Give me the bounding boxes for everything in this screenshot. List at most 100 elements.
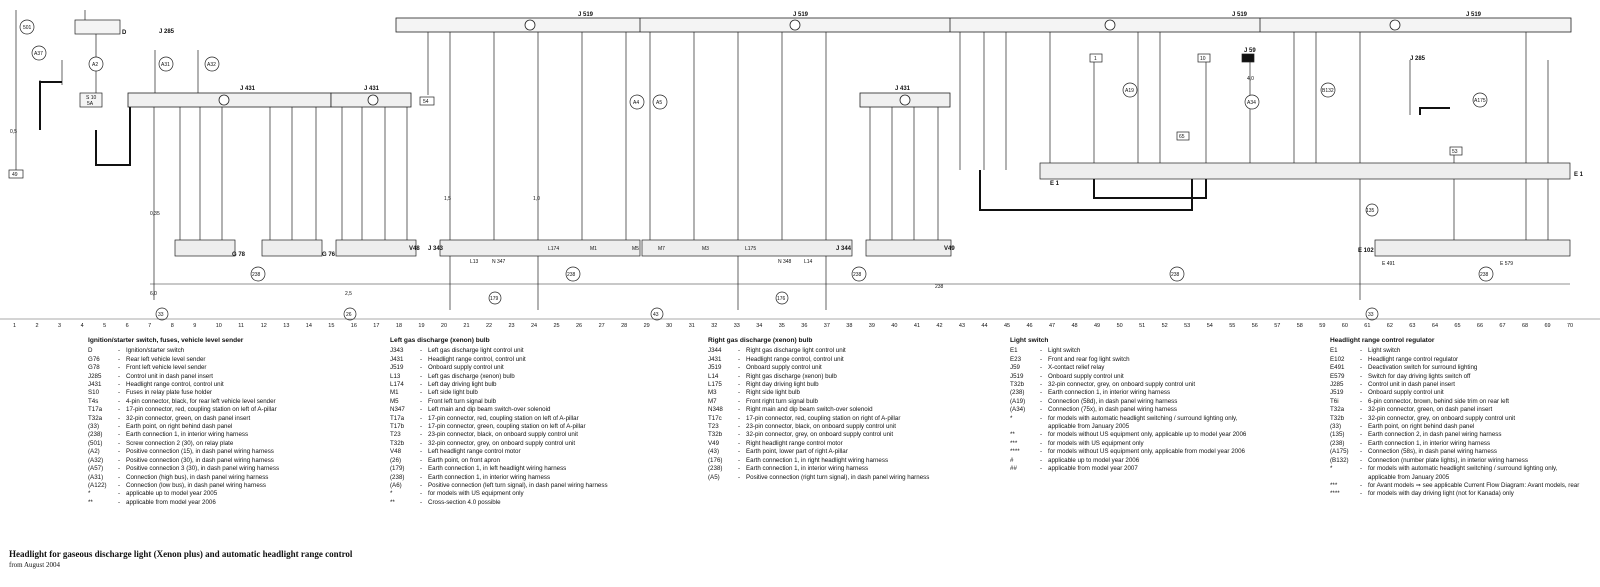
- fuse-s10-label: S 10: [86, 95, 97, 101]
- legend-dash: -: [738, 355, 741, 363]
- legend-item: T32b-32-pin connector, grey, on onboard …: [708, 431, 929, 439]
- legend-item: V48-Left headlight range control motor: [390, 448, 608, 456]
- legend-code: J431: [88, 381, 102, 389]
- track-number: 57: [1274, 323, 1280, 329]
- legend-text: 6-pin connector, brown, behind side trim…: [1368, 397, 1510, 405]
- track-number: 40: [891, 323, 897, 329]
- legend-text: Connection (number plate lights), in int…: [1368, 456, 1528, 464]
- legend-code: L175: [708, 381, 722, 389]
- legend-dash: -: [118, 465, 121, 473]
- j431-label-2: J 431: [364, 86, 380, 92]
- legend-text: 32-pin connector, grey, on onboard suppl…: [1048, 381, 1196, 389]
- m1-label: M1: [590, 246, 597, 252]
- legend-item: S10-Fuses in relay plate fuse holder: [88, 389, 279, 397]
- track-number: 20: [441, 323, 447, 329]
- wire-gauge-7: 4,0: [1247, 76, 1254, 82]
- e491-label: E 491: [1382, 261, 1395, 267]
- legend-dash: -: [118, 364, 121, 372]
- legend-dash: -: [1360, 481, 1363, 489]
- legend-text: Right gas discharge (xenon) bulb: [746, 372, 837, 380]
- legend-code: (A122): [88, 481, 107, 489]
- legend-code: (135): [1330, 431, 1345, 439]
- legend-dash: -: [420, 456, 423, 464]
- legend-code: E1: [1010, 347, 1018, 355]
- ignition-switch-label: D: [122, 30, 127, 36]
- legend-item: ***-for Avant models ⇒ see applicable Cu…: [1330, 482, 1579, 490]
- legend-text: Positive connection (right turn signal),…: [746, 473, 930, 481]
- legend-item: (501)-Screw connection 2 (30), on relay …: [88, 440, 279, 448]
- legend-code: (238): [88, 431, 103, 439]
- legend-dash: -: [1040, 397, 1043, 405]
- legend-text: Earth connection 1, in right headlight w…: [746, 456, 889, 464]
- legend-item: (26)-Earth point, on front apron: [390, 457, 608, 465]
- legend-code: T17b: [390, 423, 405, 431]
- legend-code: **: [1010, 431, 1015, 439]
- legend-item: E491-Deactivation switch for surround li…: [1330, 364, 1579, 372]
- legend-code: *: [1010, 414, 1013, 422]
- conn-a5: A5: [656, 100, 662, 106]
- legend-dash: -: [738, 448, 741, 456]
- track-number: 49: [1094, 323, 1100, 329]
- legend-code: J59: [1010, 364, 1020, 372]
- legend-dash: -: [118, 347, 121, 355]
- legend-item: *-for models with US equipment only: [390, 490, 608, 498]
- legend-text: for models with day driving light (not f…: [1368, 490, 1514, 498]
- legend-dash: -: [1360, 364, 1363, 372]
- track-number: 7: [148, 323, 151, 329]
- wire-gauge-3: 6,0: [150, 291, 157, 297]
- legend-text: 32-pin connector, grey, on onboard suppl…: [746, 431, 894, 439]
- legend-item: ##-applicable from model year 2007: [1010, 465, 1246, 473]
- conn-a4: A4: [633, 100, 639, 106]
- legend-item: T23-23-pin connector, black, on onboard …: [390, 431, 608, 439]
- legend-item: L175-Right day driving light bulb: [708, 381, 929, 389]
- legend-heading-5: Headlight range control regulator: [1330, 337, 1435, 344]
- track-number: 28: [621, 323, 627, 329]
- legend-item: L14-Right gas discharge (xenon) bulb: [708, 373, 929, 381]
- legend-code: V49: [708, 439, 720, 447]
- j431-label-1: J 431: [240, 86, 256, 92]
- legend-code: **: [390, 498, 395, 506]
- legend-text: Control unit in dash panel insert: [1368, 381, 1456, 389]
- legend-dash: -: [118, 473, 121, 481]
- wiring-diagram: J 519 J 519 J 519 J 519 J 431 J 431 J 43…: [0, 10, 1600, 329]
- track-number: 13: [283, 323, 289, 329]
- earth-135: 135: [1366, 208, 1375, 214]
- legend-dash: -: [738, 456, 741, 464]
- track-number: 64: [1432, 323, 1438, 329]
- track-number: 26: [576, 323, 582, 329]
- legend-list-3: J344-Right gas discharge light control u…: [708, 347, 929, 482]
- legend-code: (501): [88, 439, 103, 447]
- n348-label: N 348: [778, 259, 792, 265]
- legend-item: T17b-17-pin connector, green, coupling s…: [390, 423, 608, 431]
- legend-code: [1010, 423, 1040, 431]
- legend-code: M7: [708, 397, 717, 405]
- legend-dash: -: [420, 498, 423, 506]
- legend-dash: -: [1360, 381, 1363, 389]
- track-number: 65: [1454, 323, 1460, 329]
- legend-item: J519-Onboard supply control unit: [708, 364, 929, 372]
- legend-code: (A32): [88, 456, 104, 464]
- legend-text: Onboard supply control unit: [1048, 372, 1124, 380]
- legend-code: J285: [88, 372, 102, 380]
- legend-text: 32-pin connector, grey, on onboard suppl…: [428, 439, 576, 447]
- legend-code: (A6): [390, 481, 402, 489]
- e102-label: E 102: [1358, 248, 1374, 254]
- legend-dash: -: [118, 406, 121, 414]
- track-number: 2: [36, 323, 39, 329]
- e1-label-2: E 1: [1574, 172, 1584, 178]
- legend-item: (238)-Earth connection 1, in interior wi…: [390, 474, 608, 482]
- legend-code: M3: [708, 389, 717, 397]
- diagram-title: Headlight for gaseous discharge light (X…: [9, 549, 353, 559]
- conn-501: 501: [23, 25, 32, 31]
- legend-dash: -: [420, 431, 423, 439]
- track-number: 56: [1252, 323, 1258, 329]
- track-number: 66: [1477, 323, 1483, 329]
- legend-dash: -: [1360, 490, 1363, 498]
- legend-dash: -: [738, 389, 741, 397]
- legend-code: (A19): [1010, 397, 1026, 405]
- legend-code: T32b: [390, 439, 405, 447]
- legend-item: G76-Rear left vehicle level sender: [88, 356, 279, 364]
- legend-dash: -: [420, 439, 423, 447]
- legend-item: J285-Control unit in dash panel insert: [88, 373, 279, 381]
